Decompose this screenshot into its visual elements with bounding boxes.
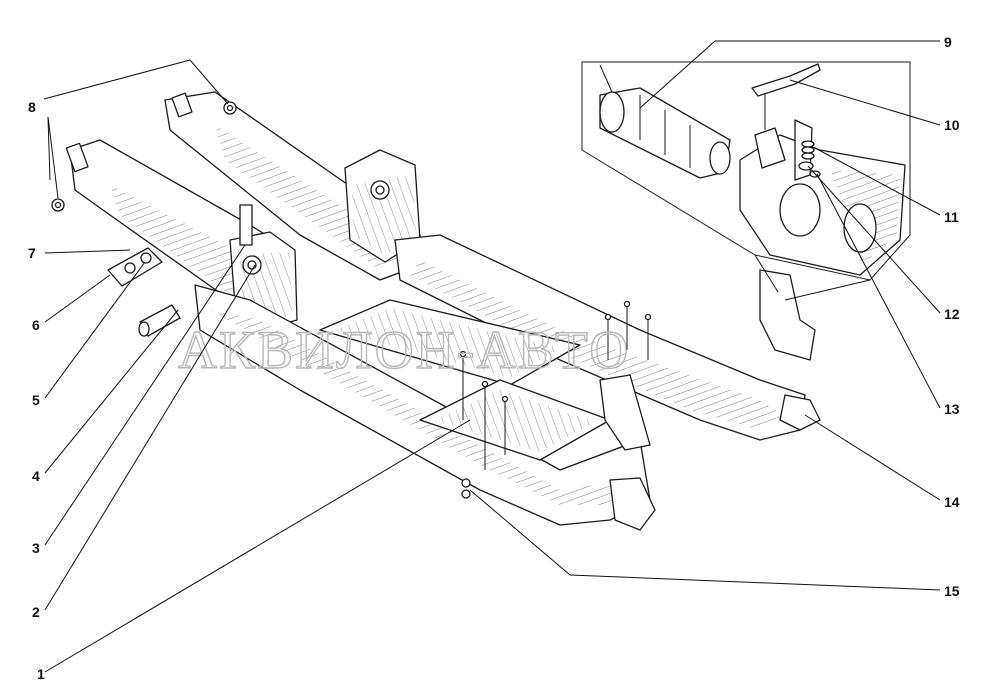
callout-14: 14 <box>944 494 960 510</box>
bolt-assembly <box>107 204 262 337</box>
vertical-bolt <box>239 204 253 246</box>
callout-10: 10 <box>944 117 960 133</box>
callout-7: 7 <box>28 245 36 261</box>
right-front-bracket <box>759 269 816 361</box>
right-lower-bracket <box>609 477 656 531</box>
callout-13: 13 <box>944 401 960 417</box>
nuts <box>461 478 471 499</box>
inset-wedge-pin <box>751 63 821 97</box>
callout-15: 15 <box>944 583 960 599</box>
right-end-bracket <box>779 394 821 431</box>
leader-lines <box>43 40 941 673</box>
callout-labels: 1 2 3 4 5 6 7 8 9 10 11 12 13 14 15 <box>28 34 960 682</box>
callout-4: 4 <box>32 468 40 484</box>
callout-5: 5 <box>32 392 40 408</box>
inset-bracket <box>739 119 906 276</box>
left-rail-fittings <box>51 92 237 212</box>
callout-11: 11 <box>944 209 959 225</box>
callout-12: 12 <box>944 306 960 322</box>
subframe <box>51 91 821 531</box>
callout-1: 1 <box>37 666 45 682</box>
callout-2: 2 <box>32 604 40 620</box>
right-rear-bracket <box>599 374 651 451</box>
callout-8: 8 <box>28 99 36 115</box>
mounting-studs <box>459 300 652 470</box>
detail-inset <box>581 61 911 301</box>
inset-spring <box>801 140 815 160</box>
callout-3: 3 <box>32 540 40 556</box>
callout-6: 6 <box>32 317 40 333</box>
inset-pin <box>599 64 731 179</box>
callout-9: 9 <box>944 34 952 50</box>
watermark: АКВИЛОН-АВТО <box>178 320 630 380</box>
